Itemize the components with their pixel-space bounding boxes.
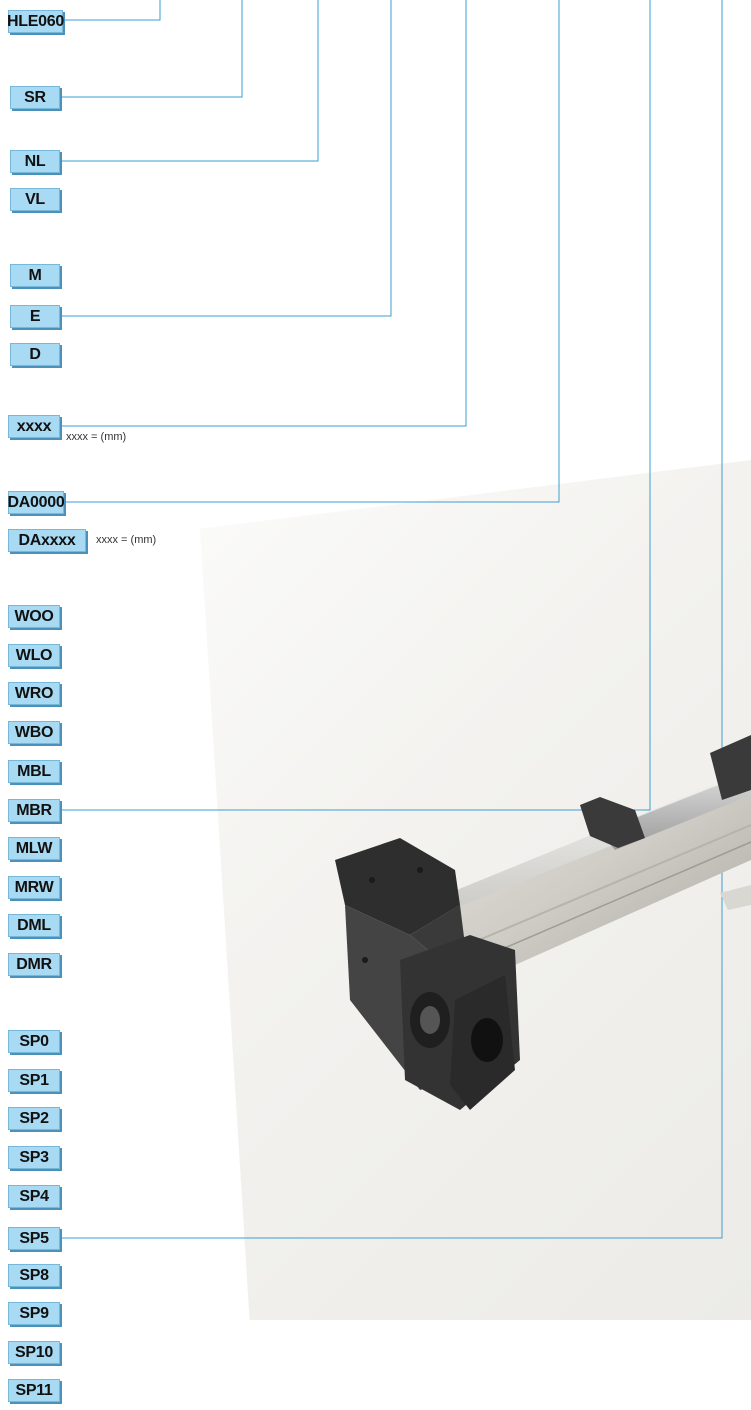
code-daxxxx: DAxxxx [8, 529, 86, 552]
code-mbr: MBR [8, 799, 60, 822]
code-sp1: SP1 [8, 1069, 60, 1092]
leader-sp5 [60, 0, 723, 1239]
leader-nl [60, 0, 319, 162]
da-note: xxxx = (mm) [96, 534, 157, 546]
code-sr: SR [10, 86, 60, 109]
stroke-note: xxxx = (mm) [66, 431, 127, 443]
code-sp0: SP0 [8, 1030, 60, 1053]
code-sp11: SP11 [8, 1379, 60, 1402]
leader-da0000 [64, 0, 560, 503]
code-sp10: SP10 [8, 1341, 60, 1364]
code-sp4: SP4 [8, 1185, 60, 1208]
code-sp2: SP2 [8, 1107, 60, 1130]
code-stroke: xxxx [8, 415, 60, 438]
code-wbo: WBO [8, 721, 60, 744]
code-dmr: DMR [8, 953, 60, 976]
code-mrw: MRW [8, 876, 60, 899]
code-sp8: SP8 [8, 1264, 60, 1287]
code-wro: WRO [8, 682, 60, 705]
code-d: D [10, 343, 60, 366]
code-sp5: SP5 [8, 1227, 60, 1250]
code-sp3: SP3 [8, 1146, 60, 1169]
code-woo: WOO [8, 605, 60, 628]
leader-model [63, 0, 161, 21]
leader-sr [60, 0, 243, 98]
leader-mbr [60, 0, 651, 811]
code-vl: VL [10, 188, 60, 211]
code-e: E [10, 305, 60, 328]
code-hle060: HLE060 [7, 10, 64, 33]
code-m: M [10, 264, 60, 287]
code-da0000: DA0000 [8, 491, 65, 514]
leader-e [60, 0, 392, 317]
code-mbl: MBL [8, 760, 60, 783]
code-mlw: MLW [8, 837, 60, 860]
code-nl: NL [10, 150, 60, 173]
leader-stroke [60, 0, 467, 427]
code-wlo: WLO [8, 644, 60, 667]
code-dml: DML [8, 914, 60, 937]
code-sp9: SP9 [8, 1302, 60, 1325]
